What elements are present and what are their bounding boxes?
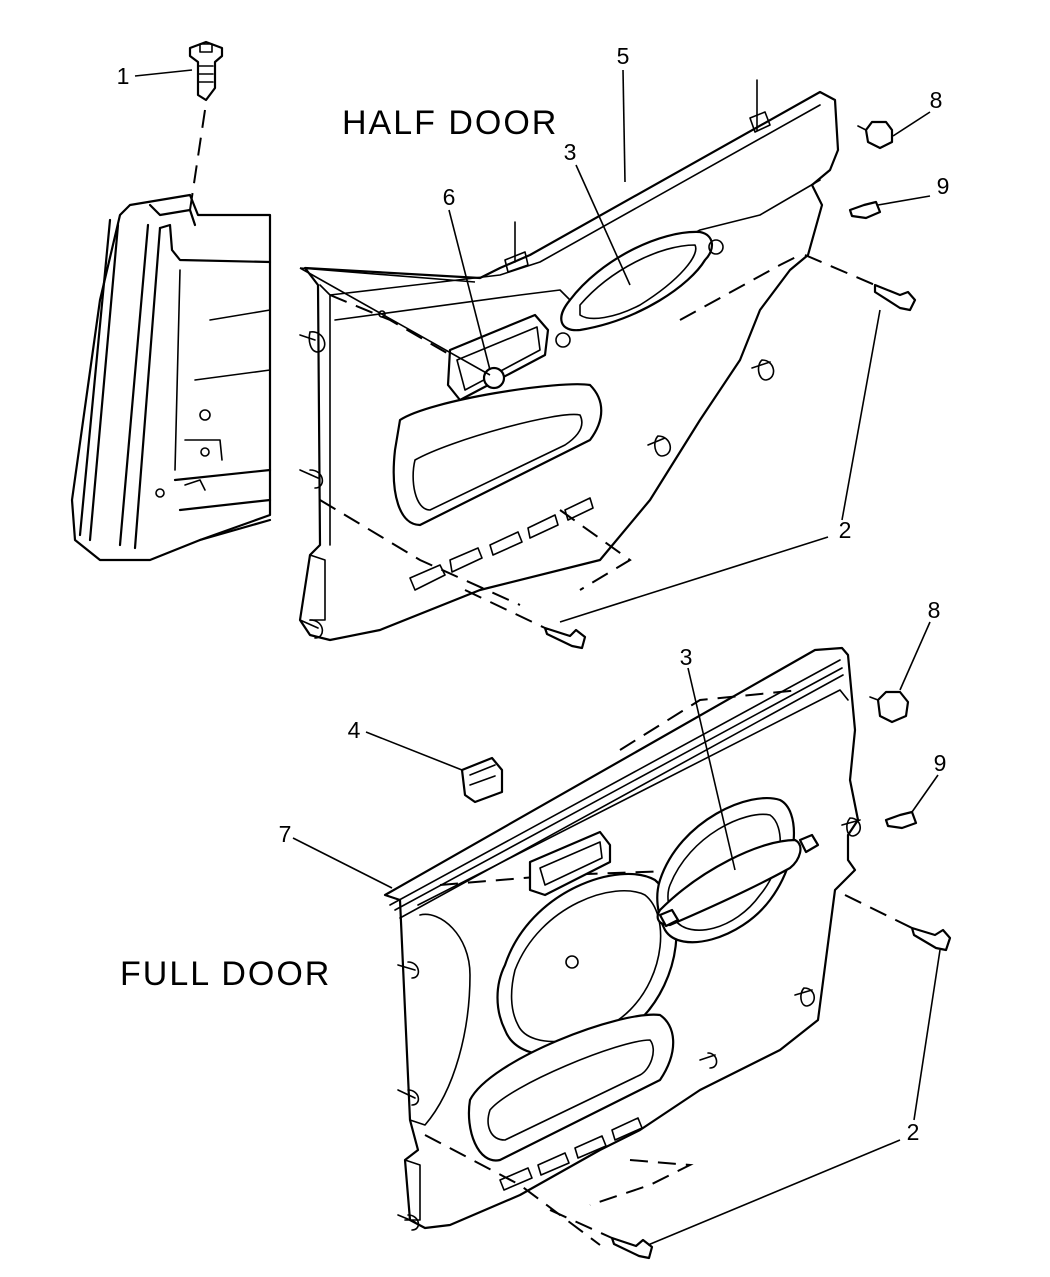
item-9-bottom-screw — [884, 810, 918, 830]
callout-9-top: 9 — [937, 173, 950, 199]
half-door-title: HALF DOOR — [342, 104, 558, 142]
item-2-full-door-screws — [610, 926, 952, 1260]
callout-3-bottom: 3 — [680, 644, 693, 670]
item-9-top-screw — [848, 200, 882, 220]
item-4-retainer-clip — [460, 756, 504, 804]
half-door-clips — [299, 239, 775, 639]
door-frame — [70, 193, 272, 562]
callout-9-bottom: 9 — [934, 750, 947, 776]
full-door-title: FULL DOOR — [120, 955, 331, 993]
callout-3-top: 3 — [564, 139, 577, 165]
callout-6: 6 — [443, 184, 456, 210]
half-door-trim-panel — [298, 79, 840, 642]
callout-4: 4 — [348, 717, 361, 743]
callout-8-bottom: 8 — [928, 597, 941, 623]
item-8-top-clip — [857, 120, 894, 150]
leader-lines — [134, 69, 941, 1246]
callout-2-full: 2 — [907, 1119, 920, 1145]
callout-5: 5 — [617, 43, 630, 69]
callout-7: 7 — [279, 821, 292, 847]
item-2-half-door-screws — [543, 283, 917, 650]
full-door-clips — [397, 817, 861, 1231]
callout-2-half-right: 2 — [839, 517, 852, 543]
item-1-push-pin — [188, 40, 224, 102]
callout-8-top: 8 — [930, 87, 943, 113]
callout-1: 1 — [117, 63, 130, 89]
item-8-bottom-clip — [869, 690, 910, 724]
full-door-trim-panel — [383, 646, 860, 1246]
item-6-lock-knob — [482, 366, 506, 390]
